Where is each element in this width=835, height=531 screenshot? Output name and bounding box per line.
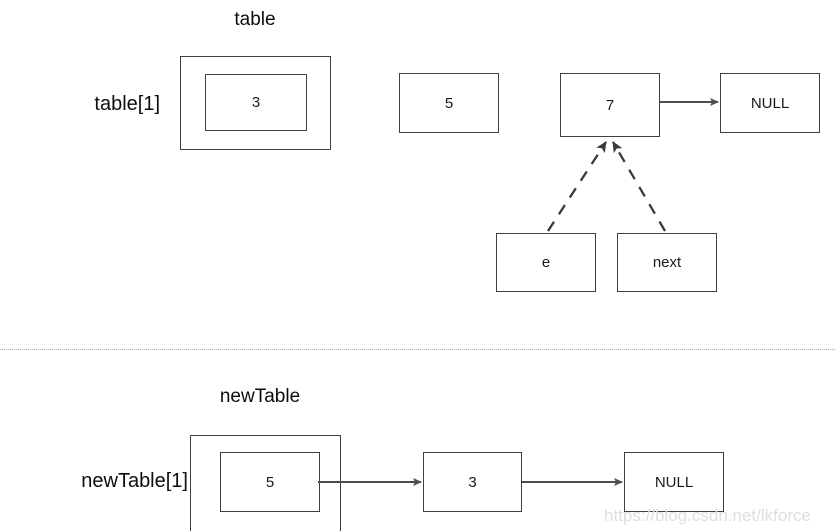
watermark: https://blog.csdn.net/lkforce (604, 506, 811, 525)
top-node-null: NULL (720, 73, 820, 133)
top-row-label: table[1] (94, 93, 160, 115)
top-node-7: 7 (560, 73, 660, 137)
dashed-arrow-next-to-7 (612, 141, 666, 232)
pointer-node-e: e (496, 233, 596, 292)
section-divider (0, 349, 835, 350)
newtable-bucket-node-5: 5 (220, 452, 320, 512)
top-section-title: table (234, 9, 276, 30)
bottom-node-null: NULL (624, 452, 724, 512)
table-bucket-node-3: 3 (205, 74, 307, 131)
pointer-node-next: next (617, 233, 717, 292)
bottom-section-title: newTable (219, 386, 301, 407)
dashed-arrow-e-to-7 (547, 141, 607, 232)
top-node-5: 5 (399, 73, 499, 133)
bottom-node-3: 3 (423, 452, 522, 512)
bottom-row-label: newTable[1] (81, 470, 188, 492)
